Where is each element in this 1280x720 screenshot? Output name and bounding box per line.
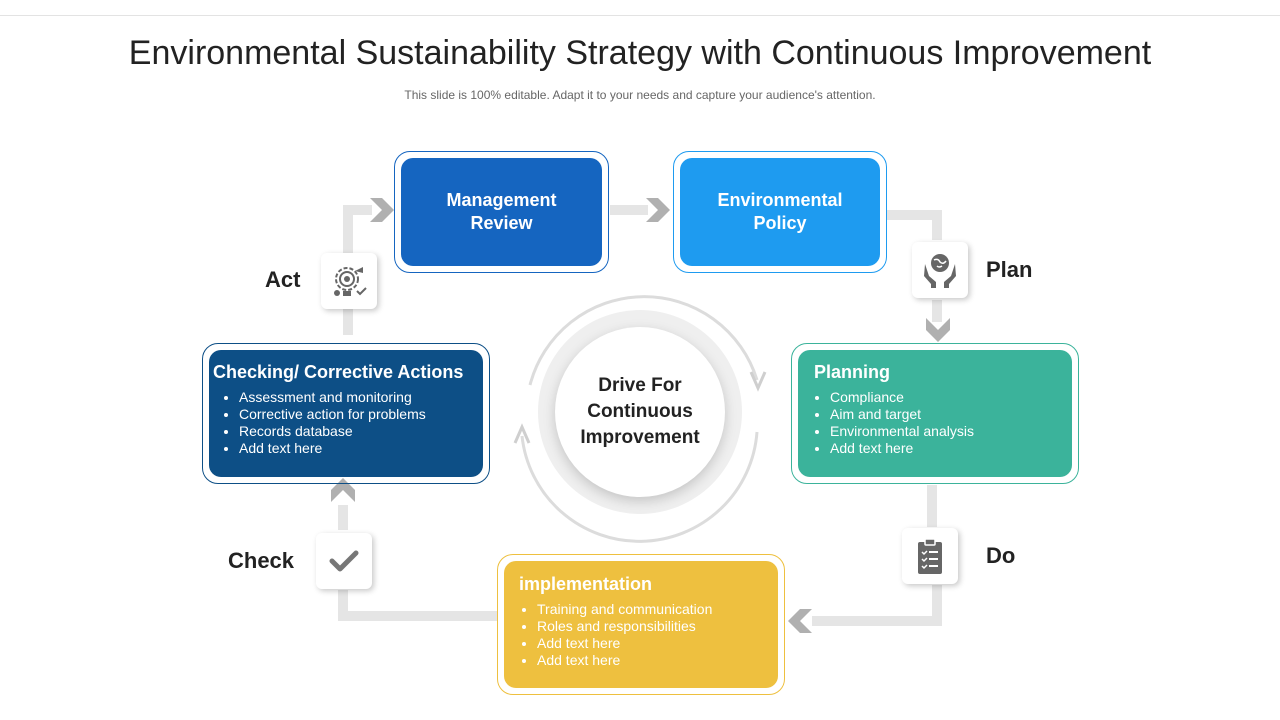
list-item: Add text here	[537, 635, 778, 652]
arrow-up-1	[331, 478, 355, 502]
checking-frame	[202, 343, 490, 484]
list-item: Records database	[239, 423, 483, 440]
arrow-down-1	[926, 318, 950, 342]
planning-title: Planning	[814, 362, 890, 382]
management-review-frame	[394, 151, 609, 273]
phase-label-check: Check	[228, 548, 295, 573]
checkmark-icon	[329, 550, 359, 572]
plan-icon-box	[912, 242, 968, 298]
list-item: Corrective action for problems	[239, 406, 483, 423]
phase-label-act: Act	[265, 267, 301, 292]
list-item: Environmental analysis	[830, 423, 1072, 440]
arrow-left-1	[788, 609, 812, 633]
slide-subtitle: This slide is 100% editable. Adapt it to…	[404, 88, 876, 102]
cycle-arrows	[513, 295, 767, 543]
planning-frame	[791, 343, 1079, 484]
list-item: Add text here	[537, 652, 778, 669]
environmental-policy-title: Environmental Policy	[717, 190, 843, 233]
top-divider	[0, 15, 1280, 16]
globe-in-hands-icon	[924, 254, 956, 288]
target-gear-icon	[334, 267, 367, 296]
do-icon-box	[902, 528, 958, 584]
environmental-policy-card[interactable]: Environmental Policy	[680, 158, 880, 266]
implementation-card[interactable]: implementation Training and communicatio…	[504, 561, 778, 688]
center-hub: Drive For Continuous Improvement	[555, 327, 725, 497]
list-item: Add text here	[239, 440, 483, 457]
act-icon-box	[321, 253, 377, 309]
check-icon-box	[316, 533, 372, 589]
center-hub-label: Drive For Continuous Improvement	[580, 375, 700, 448]
environmental-policy-frame	[673, 151, 887, 273]
planning-list: Compliance Aim and target Environmental …	[814, 389, 1072, 457]
implementation-title: implementation	[519, 574, 653, 594]
clipboard-checklist-icon	[918, 538, 942, 574]
checking-card[interactable]: Checking/ Corrective Actions Assessment …	[209, 350, 483, 477]
list-item: Compliance	[830, 389, 1072, 406]
list-item: Assessment and monitoring	[239, 389, 483, 406]
phase-label-do: Do	[986, 543, 1016, 568]
arrow-right-2	[646, 198, 670, 222]
implementation-frame	[497, 554, 785, 695]
list-item: Add text here	[830, 440, 1072, 457]
planning-card[interactable]: Planning Compliance Aim and target Envir…	[798, 350, 1072, 477]
slide-title: Environmental Sustainability Strategy wi…	[128, 34, 1152, 72]
list-item: Aim and target	[830, 406, 1072, 423]
implementation-list: Training and communication Roles and res…	[519, 601, 778, 669]
management-review-card[interactable]: Management Review	[401, 158, 602, 266]
list-item: Training and communication	[537, 601, 778, 618]
arrow-right-1	[370, 198, 394, 222]
phase-label-plan: Plan	[986, 257, 1033, 282]
checking-list: Assessment and monitoring Corrective act…	[213, 389, 483, 457]
management-review-title: Management Review	[446, 190, 557, 233]
list-item: Roles and responsibilities	[537, 618, 778, 635]
checking-title: Checking/ Corrective Actions	[213, 362, 464, 382]
arrow-chevrons	[331, 198, 950, 633]
